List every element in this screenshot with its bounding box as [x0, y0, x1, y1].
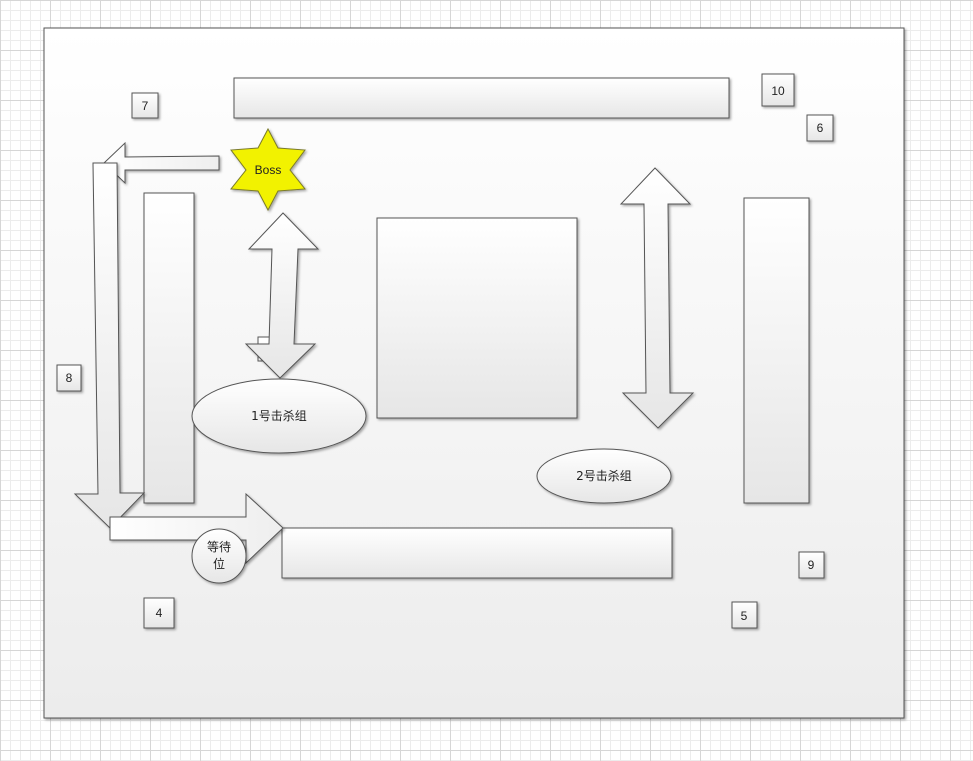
kill-group-2-oval[interactable] [536, 448, 672, 504]
waiting-position-label-line2: 位 [213, 556, 225, 571]
boss-label: Boss [255, 163, 282, 177]
left-pillar-block[interactable] [143, 192, 195, 504]
marker-4[interactable]: 4 [143, 597, 175, 629]
marker-6-label: 6 [817, 121, 824, 135]
marker-9[interactable]: 9 [798, 551, 825, 579]
marker-8[interactable]: 8 [56, 364, 82, 392]
down-arrow-left[interactable] [73, 162, 146, 529]
marker-8-label: 8 [66, 371, 73, 385]
marker-7-label: 7 [142, 99, 149, 113]
marker-4-label: 4 [156, 606, 163, 620]
boss-star[interactable] [230, 127, 306, 212]
marker-10[interactable]: 10 [761, 73, 795, 107]
right-arrow-bottom[interactable] [109, 492, 284, 565]
marker-10-label: 10 [771, 84, 785, 98]
top-wall-block[interactable] [233, 77, 730, 119]
marker-6[interactable]: 6 [806, 114, 834, 142]
center-block[interactable] [376, 217, 578, 419]
marker-5[interactable]: 5 [731, 601, 758, 629]
waiting-position-label-line1: 等待 [207, 540, 231, 554]
marker-9-label: 9 [808, 558, 815, 572]
double-arrow-right[interactable] [619, 167, 695, 429]
right-pillar-block[interactable] [743, 197, 810, 504]
waiting-position-circle[interactable] [191, 528, 247, 584]
bottom-wall-block[interactable] [281, 527, 673, 579]
marker-7[interactable]: 7 [131, 92, 159, 119]
marker-5-label: 5 [741, 609, 748, 623]
kill-group-2-label: 2号击杀组 [576, 468, 632, 483]
kill-group-1-label: 1号击杀组 [251, 408, 307, 423]
double-arrow-left[interactable] [244, 212, 320, 379]
kill-group-1-oval[interactable] [191, 378, 367, 454]
